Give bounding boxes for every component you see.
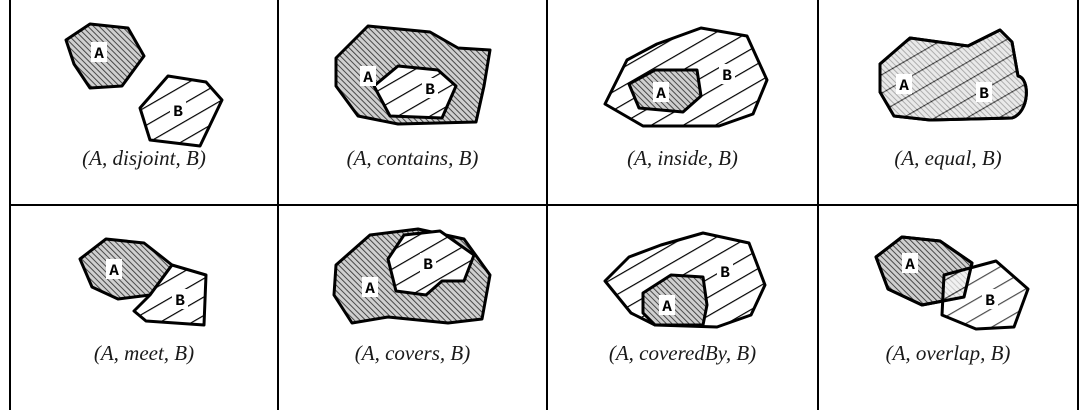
label-b: B [175,292,185,310]
inside-figure: A B [603,26,769,128]
relation-caption: (A, meet, B) [93,341,195,365]
label-a: A [365,280,375,298]
label-b: B [720,264,730,282]
label-a: A [899,77,909,95]
region-b [132,263,208,327]
relation-covers: A B (A, covers, B) [278,205,547,410]
relation-coveredby: A B (A, coveredBy, B) [547,205,818,410]
relation-overlap: A B (A, overlap, B) [818,205,1078,410]
relation-meet: A B (A, meet, B) [10,205,278,410]
coveredby-figure: A B [603,231,767,329]
label-a: A [94,45,104,63]
label-b: B [423,256,433,274]
relation-contains: A B (A, contains, B) [278,0,547,205]
relation-inside: A B (A, inside, B) [547,0,818,205]
label-a: A [662,298,672,316]
relation-caption: (A, equal, B) [894,146,1002,170]
relation-caption: (A, covers, B) [354,341,471,365]
relation-caption: (A, inside, B) [627,146,738,170]
label-a: A [905,256,915,274]
label-b: B [979,85,989,103]
overlap-figure: A B [874,235,1030,331]
meet-figure: A B [78,237,208,327]
label-a: A [363,69,373,87]
equal-figure: A B [878,28,1028,122]
relation-equal: A B (A, equal, B) [818,0,1078,205]
relation-caption: (A, contains, B) [346,146,479,170]
covers-figure: A B [332,227,492,325]
label-b: B [425,81,435,99]
label-b: B [722,67,732,85]
relation-caption: (A, overlap, B) [885,341,1011,365]
label-b: B [985,292,995,310]
region-b [372,64,458,120]
relation-disjoint: A B (A, disjoint, B) [10,0,278,205]
label-a: A [656,85,666,103]
contains-figure: A B [334,24,492,126]
label-a: A [109,262,119,280]
relation-caption: (A, disjoint, B) [82,146,206,170]
relation-caption: (A, coveredBy, B) [608,341,757,365]
label-b: B [173,103,183,121]
disjoint-figure: A B [64,22,224,148]
